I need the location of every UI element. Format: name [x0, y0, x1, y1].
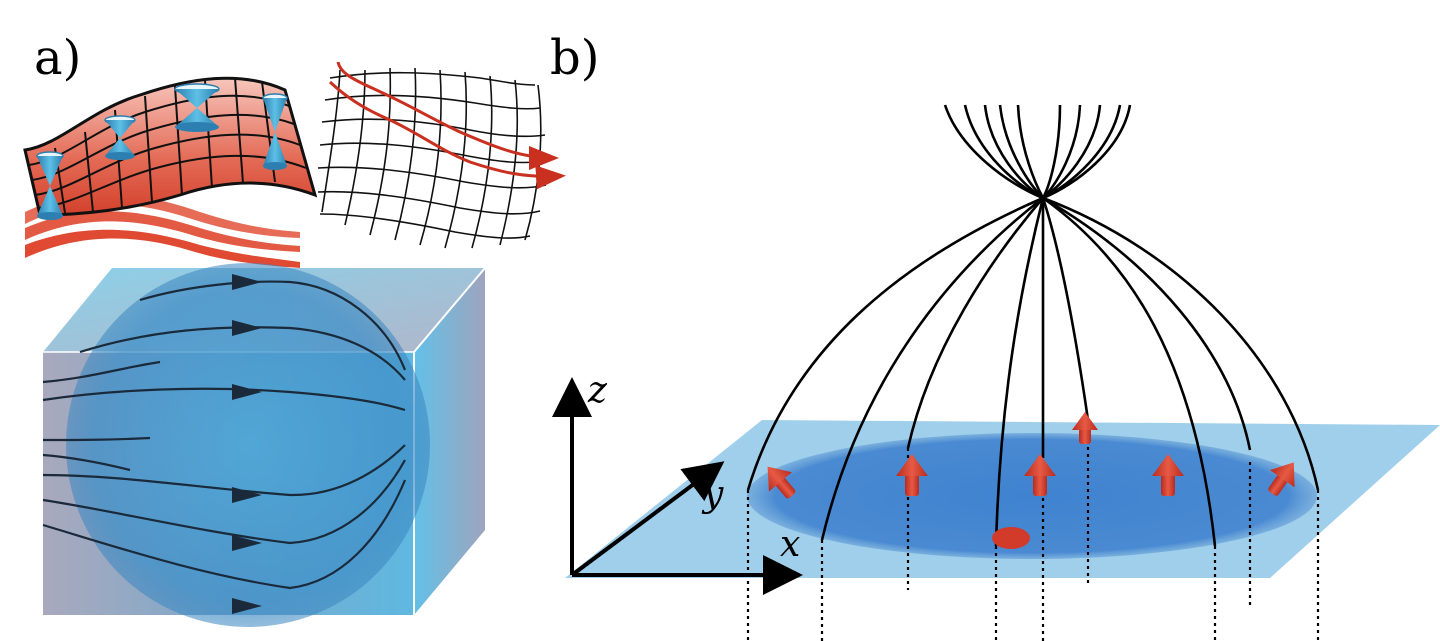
curved-surface-illustration — [23, 76, 318, 268]
red-sheet-middle — [25, 211, 300, 252]
y-axis — [570, 461, 725, 577]
spin-arrow-icon — [767, 466, 796, 499]
cube-side-face — [414, 268, 485, 615]
trajectory-line — [328, 80, 566, 190]
light-cone-icon — [104, 115, 136, 160]
axis-label-y: y — [701, 474, 724, 515]
axis-label-x: x — [780, 524, 800, 565]
spin-arrow-icon — [896, 454, 928, 496]
spin-arrow-icon — [1024, 454, 1056, 496]
spin-arrow-icon — [1152, 454, 1184, 496]
disk — [747, 433, 1317, 559]
spin-arrows — [767, 412, 1295, 549]
light-cone-icon — [36, 151, 64, 220]
light-cone-icon — [262, 93, 288, 170]
field-lines — [42, 280, 407, 590]
sphere — [66, 263, 430, 627]
cube-illustration — [42, 263, 486, 627]
converging-field-lines — [746, 104, 1320, 547]
panel-label-a: a) — [34, 30, 81, 86]
distorted-grid-illustration — [317, 67, 549, 249]
panel-label-b: b) — [550, 30, 599, 86]
coordinate-axes — [552, 377, 803, 595]
trajectory-line — [336, 61, 559, 170]
particle-trajectories — [328, 61, 566, 190]
red-sheet-bottom — [25, 229, 300, 268]
red-sheet-top — [25, 194, 300, 238]
spin-arrow-icon — [1268, 462, 1295, 496]
spin-down-dot — [992, 527, 1030, 549]
spin-arrow-icon — [1072, 412, 1098, 444]
field-line-arrowheads — [232, 274, 262, 614]
axis-label-z: z — [587, 370, 608, 411]
light-cone-icon — [174, 83, 220, 132]
